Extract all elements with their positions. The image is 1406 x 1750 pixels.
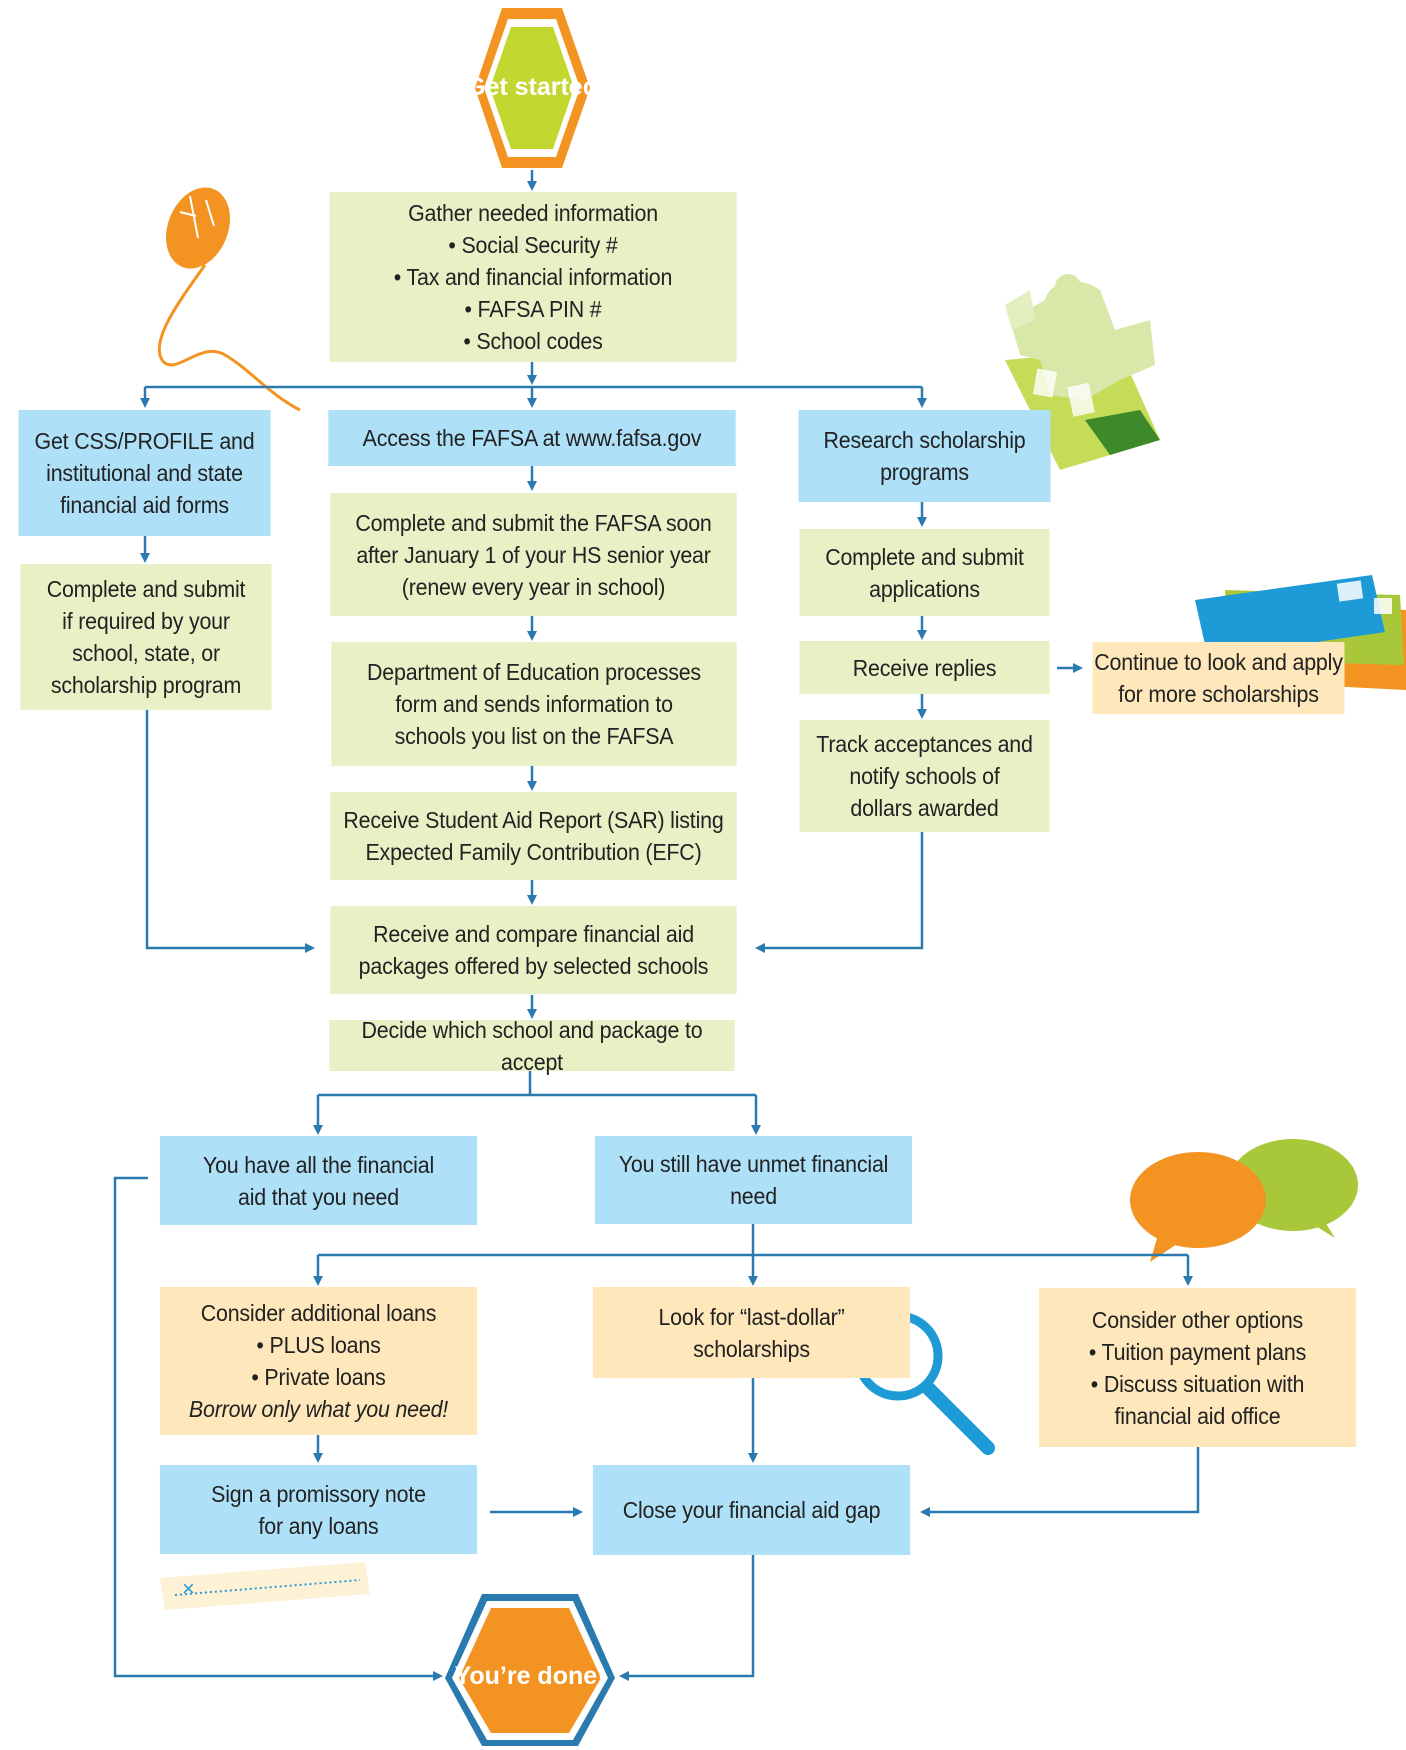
gather-item: • Tax and financial information	[393, 264, 673, 290]
connectors	[113, 170, 1200, 1681]
loans-title: Consider additional loans	[200, 1300, 437, 1326]
compare-packages-box: Receive and compare financial aid packag…	[330, 906, 737, 994]
continue-line: Continue to look and apply	[1094, 649, 1343, 675]
applications-line: applications	[869, 575, 980, 602]
decide-box: Decide which school and package to accep…	[329, 1017, 735, 1075]
css-profile-line: institutional and state	[46, 460, 243, 486]
research-line: programs	[880, 459, 969, 485]
other-item: • Discuss situation with	[1090, 1370, 1305, 1397]
fafsa-access-text: Access the FAFSA at www.fafsa.gov	[362, 425, 702, 451]
replies-box: Receive replies	[799, 641, 1050, 694]
close-gap-box: Close your financial aid gap	[592, 1465, 911, 1555]
promissory-line: for any loans	[258, 1512, 379, 1539]
track-line: dollars awarded	[850, 795, 999, 821]
gather-item: • School codes	[463, 328, 603, 354]
track-line: Track acceptances and	[816, 731, 1033, 757]
replies-text: Receive replies	[852, 654, 997, 681]
doe-line: schools you list on the FAFSA	[394, 723, 674, 749]
css-submit-line: if required by your	[62, 608, 230, 634]
other-title: Consider other options	[1091, 1306, 1304, 1333]
css-submit-line: school, state, or	[72, 640, 220, 666]
css-profile-line: financial aid forms	[60, 492, 229, 518]
additional-loans-box: Consider additional loans • PLUS loans •…	[159, 1287, 478, 1435]
promissory-line: Sign a promissory note	[211, 1480, 426, 1507]
gather-item: • FAFSA PIN #	[464, 296, 602, 322]
signature-x-mark: ×	[182, 1576, 195, 1601]
have-all-aid-box: You have all the financial aid that you …	[159, 1136, 478, 1225]
start-label: Get started	[466, 73, 598, 101]
applications-line: Complete and submit	[825, 543, 1024, 570]
last-dollar-line: scholarships	[693, 1335, 810, 1362]
unmet-line: need	[730, 1183, 777, 1209]
css-submit-box: Complete and submit if required by your …	[20, 564, 272, 710]
doe-line: Department of Education processes	[367, 659, 701, 685]
fafsa-access-box: Access the FAFSA at www.fafsa.gov	[328, 410, 736, 466]
gather-info-box: Gather needed information • Social Secur…	[329, 192, 737, 362]
css-profile-box: Get CSS/PROFILE and institutional and st…	[18, 410, 271, 536]
close-gap-text: Close your financial aid gap	[622, 1497, 881, 1523]
promissory-note-box: Sign a promissory note for any loans	[159, 1465, 478, 1554]
css-submit-line: Complete and submit	[46, 576, 246, 602]
other-options-box: Consider other options • Tuition payment…	[1038, 1288, 1357, 1447]
last-dollar-box: Look for “last-dollar” scholarships	[592, 1287, 911, 1378]
css-submit-line: scholarship program	[50, 672, 242, 698]
fafsa-submit-box: Complete and submit the FAFSA soon after…	[330, 493, 737, 616]
other-item: financial aid office	[1114, 1402, 1281, 1429]
research-box: Research scholarship programs	[798, 410, 1051, 502]
sar-line: Receive Student Aid Report (SAR) listing	[343, 807, 724, 833]
other-item: • Tuition payment plans	[1088, 1338, 1307, 1365]
track-line: notify schools of	[849, 763, 1000, 789]
computer-mouse-icon	[157, 187, 301, 412]
speech-bubbles-illustration	[1130, 1139, 1358, 1262]
end-label: You’re done!	[454, 1662, 606, 1690]
fafsa-submit-line: Complete and submit the FAFSA soon	[355, 509, 712, 536]
doe-line: form and sends information to	[395, 691, 673, 717]
compare-line: packages offered by selected schools	[358, 953, 709, 979]
continue-line: for more scholarships	[1118, 681, 1319, 707]
sar-line: Expected Family Contribution (EFC)	[365, 839, 702, 865]
applications-box: Complete and submit applications	[799, 529, 1050, 616]
signature-line-illustration: ×	[160, 1562, 370, 1610]
unmet-line: You still have unmet financial	[618, 1151, 889, 1177]
fafsa-submit-line: (renew every year in school)	[401, 573, 666, 600]
loans-note: Borrow only what you need!	[188, 1396, 449, 1422]
unmet-need-box: You still have unmet financial need	[594, 1136, 913, 1224]
fafsa-submit-line: after January 1 of your HS senior year	[356, 541, 711, 568]
compare-line: Receive and compare financial aid	[373, 921, 694, 947]
continue-box: Continue to look and apply for more scho…	[1092, 642, 1345, 714]
gather-title: Gather needed information	[408, 200, 658, 226]
start-hexagon	[475, 8, 590, 168]
have-all-line: aid that you need	[238, 1183, 399, 1210]
loans-item: • PLUS loans	[256, 1332, 381, 1358]
track-acceptances-box: Track acceptances and notify schools of …	[799, 720, 1050, 832]
gather-item: • Social Security #	[448, 232, 618, 258]
end-hexagon	[445, 1594, 615, 1746]
have-all-line: You have all the financial	[202, 1151, 435, 1178]
doe-box: Department of Education processes form a…	[331, 642, 737, 766]
decide-text: Decide which school and package to accep…	[361, 1016, 703, 1075]
last-dollar-line: Look for “last-dollar”	[658, 1303, 845, 1330]
research-line: Research scholarship	[823, 427, 1026, 453]
css-profile-line: Get CSS/PROFILE and	[34, 428, 255, 454]
loans-item: • Private loans	[251, 1364, 386, 1390]
sar-box: Receive Student Aid Report (SAR) listing…	[330, 792, 737, 880]
reading-person-illustration	[1005, 274, 1160, 470]
